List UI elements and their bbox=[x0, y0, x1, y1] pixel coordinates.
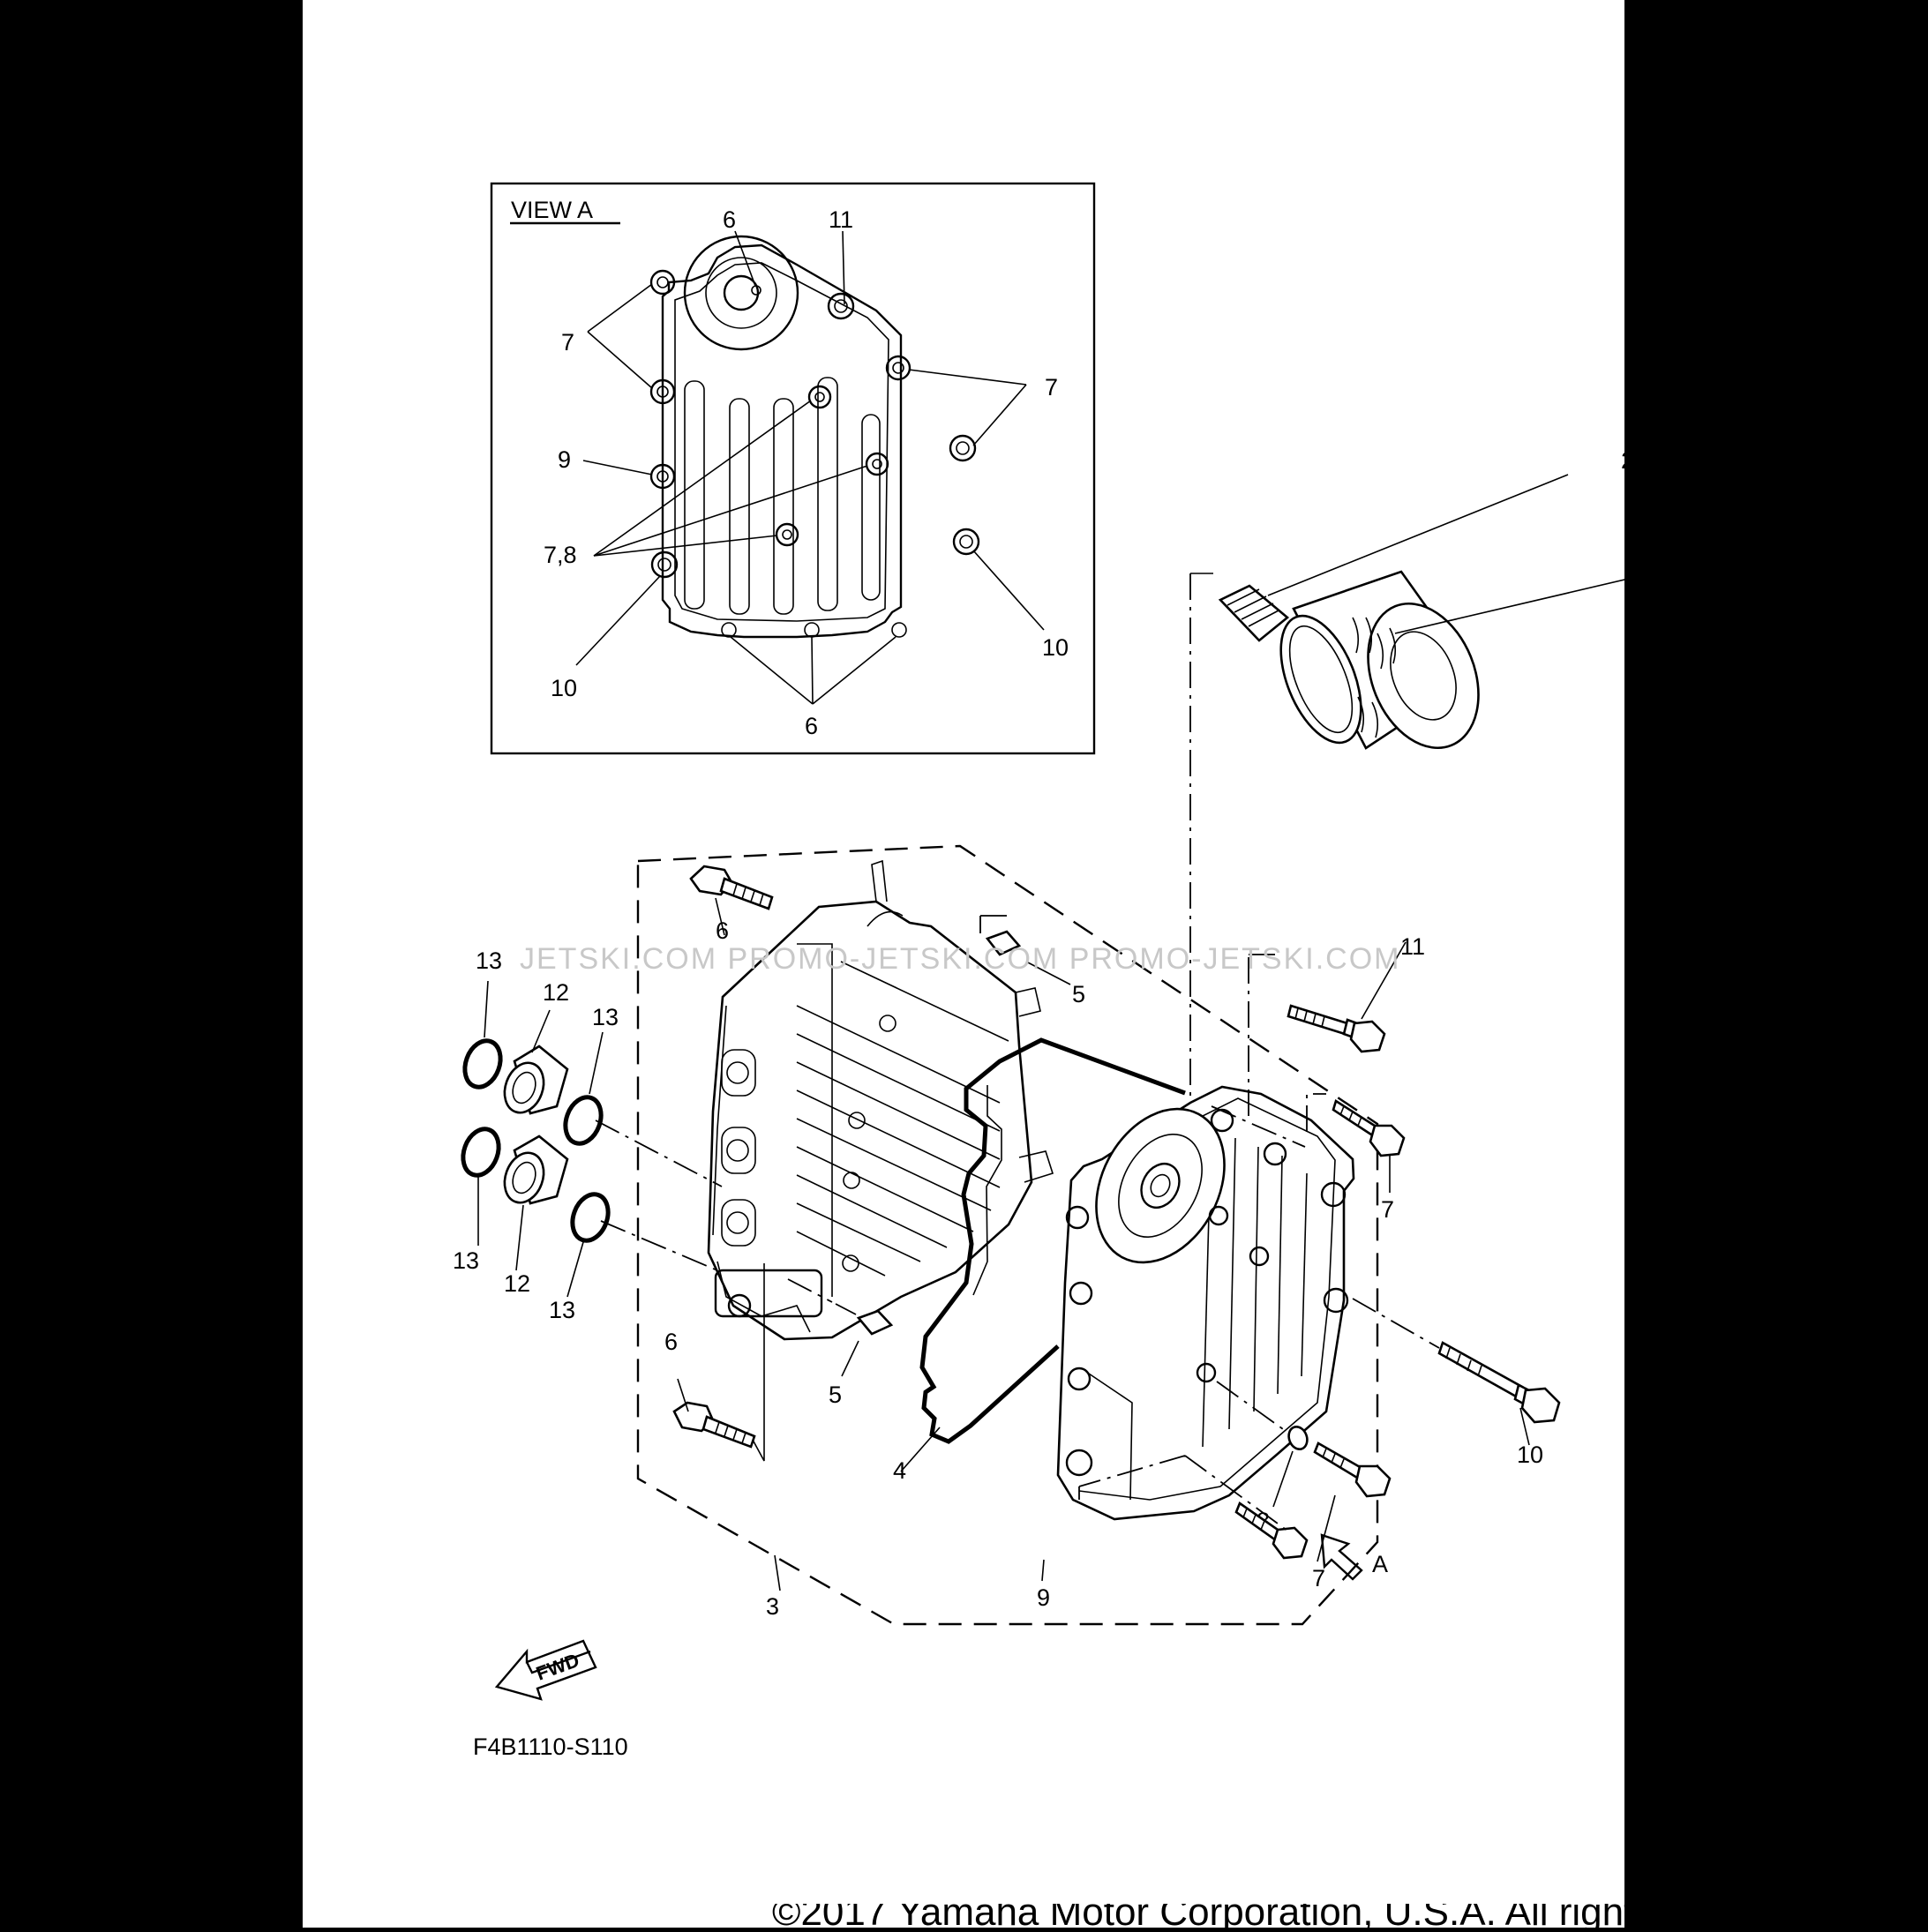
o-rings-and-sleeves bbox=[461, 1038, 611, 1243]
view-a-callout-9: 9 bbox=[558, 446, 571, 473]
copyright-text: ©2017 Yamaha Motor Corporation, U.S.A. A… bbox=[772, 1904, 1827, 1928]
leader-4 bbox=[900, 1427, 941, 1472]
callout-10: 10 bbox=[1517, 1442, 1543, 1468]
leader-13-a bbox=[484, 980, 489, 1038]
view-a-cover-inner bbox=[674, 262, 889, 622]
bolt-7-upper-line bbox=[1211, 1105, 1306, 1148]
bolt-11-axis bbox=[1248, 954, 1282, 1116]
dowel-pin-5-bottom bbox=[787, 1278, 894, 1336]
view-a-callout-7-right: 7 bbox=[1045, 374, 1058, 401]
view-a-ribs bbox=[684, 377, 881, 615]
copyright-notice: ©2017 Yamaha Motor Corporation, U.S.A. A… bbox=[0, 1904, 1928, 1928]
callout-9: 9 bbox=[1037, 1584, 1050, 1611]
filter-stud bbox=[1218, 584, 1290, 642]
view-a-bolt-holes bbox=[649, 269, 980, 638]
leader-9 bbox=[1041, 1559, 1045, 1582]
gasket-4 bbox=[919, 1037, 1186, 1444]
leader-8 bbox=[1272, 1450, 1294, 1508]
leader-13-b bbox=[589, 1031, 604, 1095]
bolt-7-upper bbox=[1332, 1098, 1406, 1157]
gasket-4-inner bbox=[972, 1085, 1002, 1296]
callout-12-lower: 12 bbox=[504, 1270, 530, 1297]
callout-13-c: 13 bbox=[453, 1247, 479, 1274]
watermark: JETSKI.COM PROMO-JETSKI.COM PROMO-JETSKI… bbox=[520, 942, 1400, 976]
bolt-10-axis bbox=[1352, 1298, 1440, 1349]
callout-4: 4 bbox=[893, 1457, 906, 1484]
callout-7-lower: 7 bbox=[1312, 1565, 1325, 1591]
leader-13-d bbox=[566, 1241, 584, 1298]
assembly-3-boundary bbox=[636, 844, 1379, 1626]
callout-6-top: 6 bbox=[716, 917, 729, 944]
leader-10 bbox=[1519, 1407, 1530, 1446]
callout-11: 11 bbox=[1400, 933, 1425, 960]
callout-13-a: 13 bbox=[476, 947, 502, 974]
leader-6-bottom bbox=[677, 1378, 689, 1412]
view-a-filter-port bbox=[723, 274, 760, 311]
view-a-title: VIEW A bbox=[511, 197, 593, 223]
view-a-callout-6-top: 6 bbox=[723, 206, 736, 233]
bolt-6-top bbox=[689, 865, 774, 910]
leader-2 bbox=[1267, 474, 1569, 596]
bolt-6-bottom-axis bbox=[752, 1263, 765, 1462]
bolt-7-lower bbox=[1313, 1442, 1392, 1498]
pin-5-top-axis bbox=[979, 915, 1009, 933]
bolt-9 bbox=[1234, 1501, 1309, 1560]
view-a-callout-7-8: 7,8 bbox=[544, 542, 577, 568]
washer-8-axis bbox=[1216, 1381, 1290, 1434]
callout-5-top: 5 bbox=[1072, 981, 1085, 1007]
view-a-cover-outline bbox=[661, 243, 903, 639]
leader-6-top bbox=[715, 897, 725, 936]
bolt-9-axis bbox=[1078, 1455, 1292, 1534]
exploded-parts-diagram: VIEW A bbox=[453, 182, 1756, 1760]
callout-3: 3 bbox=[766, 1593, 779, 1620]
washer-8 bbox=[1287, 1426, 1309, 1450]
fwd-arrow bbox=[494, 1639, 597, 1701]
callout-6-bottom: 6 bbox=[664, 1329, 678, 1355]
leader-12-upper bbox=[531, 1009, 551, 1053]
callout-12-upper: 12 bbox=[543, 979, 569, 1006]
callout-2: 2 bbox=[1621, 447, 1624, 474]
bolt-10 bbox=[1437, 1341, 1561, 1424]
view-a-filter-boss bbox=[683, 235, 799, 351]
fwd-label: FWD bbox=[533, 1649, 582, 1685]
callout-7-upper: 7 bbox=[1381, 1196, 1394, 1223]
view-a-callout-7-left: 7 bbox=[561, 329, 574, 356]
callout-arrow-a: A bbox=[1372, 1551, 1388, 1577]
callout-13-b: 13 bbox=[592, 1004, 619, 1030]
view-a-frame bbox=[490, 182, 1096, 755]
leader-3 bbox=[774, 1554, 781, 1591]
callout-5-bottom: 5 bbox=[829, 1382, 842, 1408]
diagram-page: VIEW A bbox=[303, 0, 1756, 1928]
oil-cooler-housing bbox=[707, 859, 1054, 1341]
leader-11 bbox=[1361, 941, 1407, 1020]
view-a-callout-11: 11 bbox=[829, 206, 853, 233]
bolt-6-bottom bbox=[672, 1401, 756, 1449]
diagram-code: F4B1110-S110 bbox=[473, 1734, 628, 1760]
oring-axis-upper bbox=[595, 1120, 723, 1187]
view-a-callout-6-bottom: 6 bbox=[805, 713, 818, 739]
bolt-7-upper-axis bbox=[1306, 1093, 1326, 1132]
leader-12-lower bbox=[515, 1204, 524, 1271]
leader-7-lower bbox=[1317, 1494, 1336, 1562]
view-a-arrow bbox=[1320, 1533, 1363, 1581]
view-a-inset: VIEW A bbox=[490, 182, 1096, 755]
view-a-callout-10-left: 10 bbox=[551, 675, 577, 701]
callout-13-d: 13 bbox=[549, 1297, 575, 1323]
oil-filter bbox=[1279, 570, 1480, 750]
bolt-11 bbox=[1287, 1004, 1386, 1053]
view-a-leaders bbox=[575, 230, 1045, 705]
view-a-callout-10-right: 10 bbox=[1042, 634, 1069, 661]
oil-cooler-cover bbox=[1056, 1085, 1355, 1521]
view-a-filter-boss-inner bbox=[705, 257, 777, 329]
oring-axis-lower bbox=[600, 1220, 718, 1271]
leader-5-bottom bbox=[841, 1340, 859, 1377]
view-a-pin bbox=[751, 285, 761, 296]
dowel-pin-5-top bbox=[985, 930, 1071, 985]
